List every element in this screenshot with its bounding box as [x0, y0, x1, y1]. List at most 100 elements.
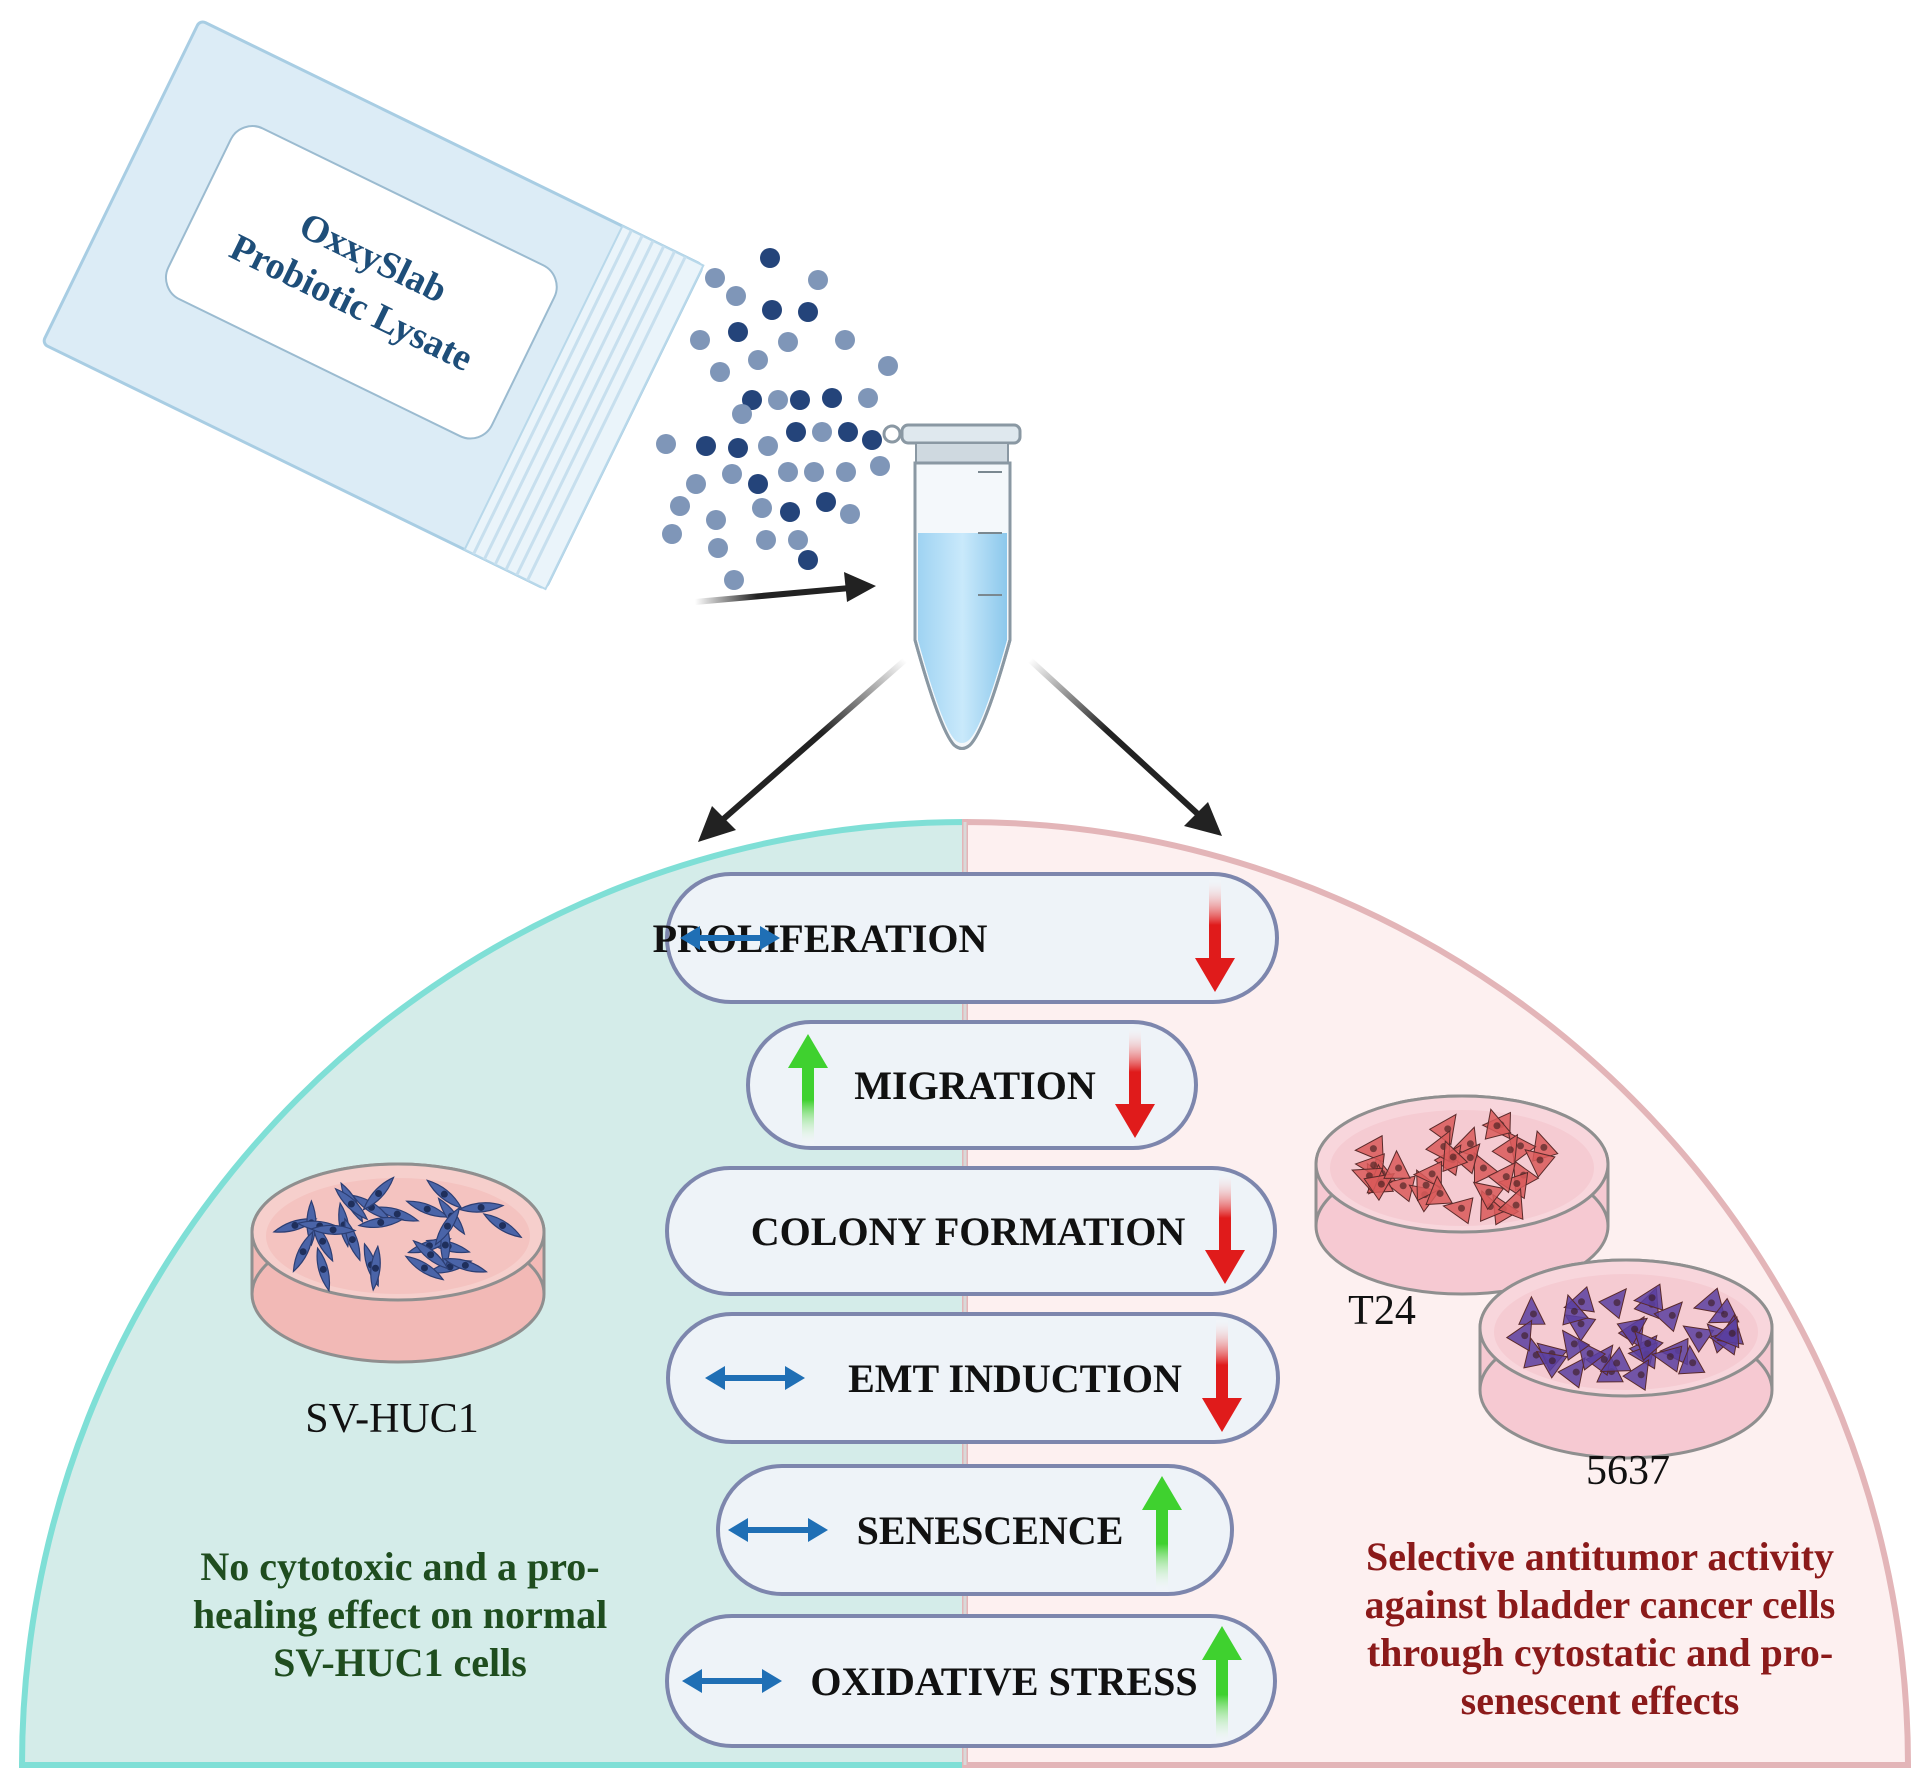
double-arrow-right-head [808, 1518, 828, 1542]
effect-pill-migration: MIGRATION [746, 1020, 1198, 1150]
cell-nucleus [1370, 1161, 1378, 1169]
double-arrow-icon [682, 1669, 782, 1693]
double-arrow-left-head [682, 1669, 702, 1693]
cell-nucleus [1479, 1164, 1487, 1172]
particle [786, 422, 806, 442]
pill-background [666, 1312, 1280, 1444]
double-arrow-icon [728, 1518, 828, 1542]
effect-label: OXIDATIVE STRESS [810, 1659, 1197, 1704]
arrow-to-cancer [1027, 657, 1203, 819]
cell-icon [1505, 1319, 1533, 1352]
effect-pill-colony-formation: COLONY FORMATION [665, 1166, 1277, 1296]
sv-huc1-dish [250, 1162, 546, 1364]
double-arrow-right-head [785, 1366, 805, 1390]
particle [780, 502, 800, 522]
cell-nucleus [1577, 1298, 1585, 1306]
cell-icon [1651, 1345, 1683, 1373]
cell-nucleus [1395, 1164, 1403, 1172]
particle [768, 390, 788, 410]
particle [726, 286, 746, 306]
arrow-to-cancer-head [1184, 802, 1222, 836]
cell-nucleus [1466, 1140, 1474, 1148]
double-arrow-icon [705, 1366, 805, 1390]
cell-nucleus [1540, 1143, 1548, 1151]
cell-icon [1354, 1134, 1384, 1163]
cell-icon [1535, 1350, 1568, 1379]
particle [722, 464, 742, 484]
cell-icon [1632, 1283, 1664, 1311]
cell-nucleus [299, 1248, 307, 1256]
cell-nucleus [1548, 1357, 1556, 1365]
up-arrow-icon [788, 1034, 828, 1144]
cell-icon [1707, 1297, 1740, 1324]
effect-label: COLONY FORMATION [751, 1209, 1186, 1254]
cell-nucleus [1570, 1340, 1578, 1348]
cell-nucleus [1666, 1353, 1674, 1361]
up-arrow-head [1142, 1476, 1182, 1510]
particle [705, 268, 725, 288]
particle [858, 388, 878, 408]
cell-nucleus [1570, 1307, 1578, 1315]
cell-nucleus [1449, 1153, 1457, 1161]
cell-nucleus [1648, 1294, 1656, 1302]
cell-nucleus [1485, 1188, 1493, 1196]
down-arrow-icon [1115, 1028, 1155, 1138]
probiotic-lysate-bag: OxxySlab Probiotic Lysate [42, 20, 705, 591]
arrow-to-tube-head [844, 572, 876, 602]
down-arrow-shaft [1129, 1028, 1141, 1108]
cell-nucleus [1728, 1329, 1736, 1337]
cell-nucleus [1631, 1325, 1639, 1333]
cell-icon [1451, 1143, 1481, 1175]
effect-pill-senescence: SENESCENCE [716, 1464, 1234, 1596]
normal-summary-line: healing effect on normal [193, 1592, 607, 1637]
cancer-summary-line: against bladder cancer cells [1365, 1582, 1836, 1627]
arrow-to-tube [694, 585, 851, 605]
pill-background [716, 1464, 1234, 1596]
cell-nucleus [348, 1236, 356, 1244]
down-arrow-shaft [1219, 1174, 1231, 1254]
sv-huc1-label: SV-HUC1 [305, 1396, 479, 1442]
cancer-summary-line: Selective antitumor activity [1366, 1534, 1834, 1579]
down-arrow-head [1195, 958, 1235, 992]
cell-nucleus [423, 1205, 431, 1213]
cell-nucleus [1529, 1310, 1537, 1318]
cell-icon [1653, 1301, 1683, 1333]
double-arrow-right-head [760, 926, 780, 950]
up-arrow-shaft [802, 1064, 814, 1144]
particle [742, 390, 762, 410]
cell-nucleus [329, 1226, 337, 1234]
cell-nucleus [1399, 1182, 1407, 1190]
pill-background [665, 872, 1279, 1004]
cell-nucleus [1493, 1122, 1501, 1130]
effect-label: MIGRATION [854, 1063, 1096, 1108]
particle [706, 510, 726, 530]
particle [812, 422, 832, 442]
up-arrow-shaft [1156, 1506, 1168, 1590]
particle [728, 322, 748, 342]
cell-nucleus [1422, 1181, 1430, 1189]
cell-nucleus [393, 1210, 401, 1218]
cell-nucleus [1721, 1310, 1729, 1318]
particle [808, 270, 828, 290]
down-arrow-icon [1205, 1174, 1245, 1284]
cell-icon [1713, 1316, 1740, 1349]
cell-nucleus [440, 1190, 448, 1198]
particle [838, 422, 858, 442]
particle [778, 462, 798, 482]
particle [758, 436, 778, 456]
cell-nucleus [441, 1241, 449, 1249]
cell-nucleus [319, 1265, 327, 1273]
cell-nucleus [1577, 1320, 1585, 1328]
cell-nucleus [1513, 1180, 1521, 1188]
double-arrow-left-head [728, 1518, 748, 1542]
particle [835, 330, 855, 350]
cell-icon [1682, 1325, 1715, 1353]
cell-nucleus [1512, 1201, 1520, 1209]
arrow-to-normal [718, 657, 907, 825]
lysate-particles [656, 248, 898, 590]
particle [656, 434, 676, 454]
particle [790, 390, 810, 410]
particle [686, 474, 706, 494]
cell-nucleus [1689, 1359, 1697, 1367]
